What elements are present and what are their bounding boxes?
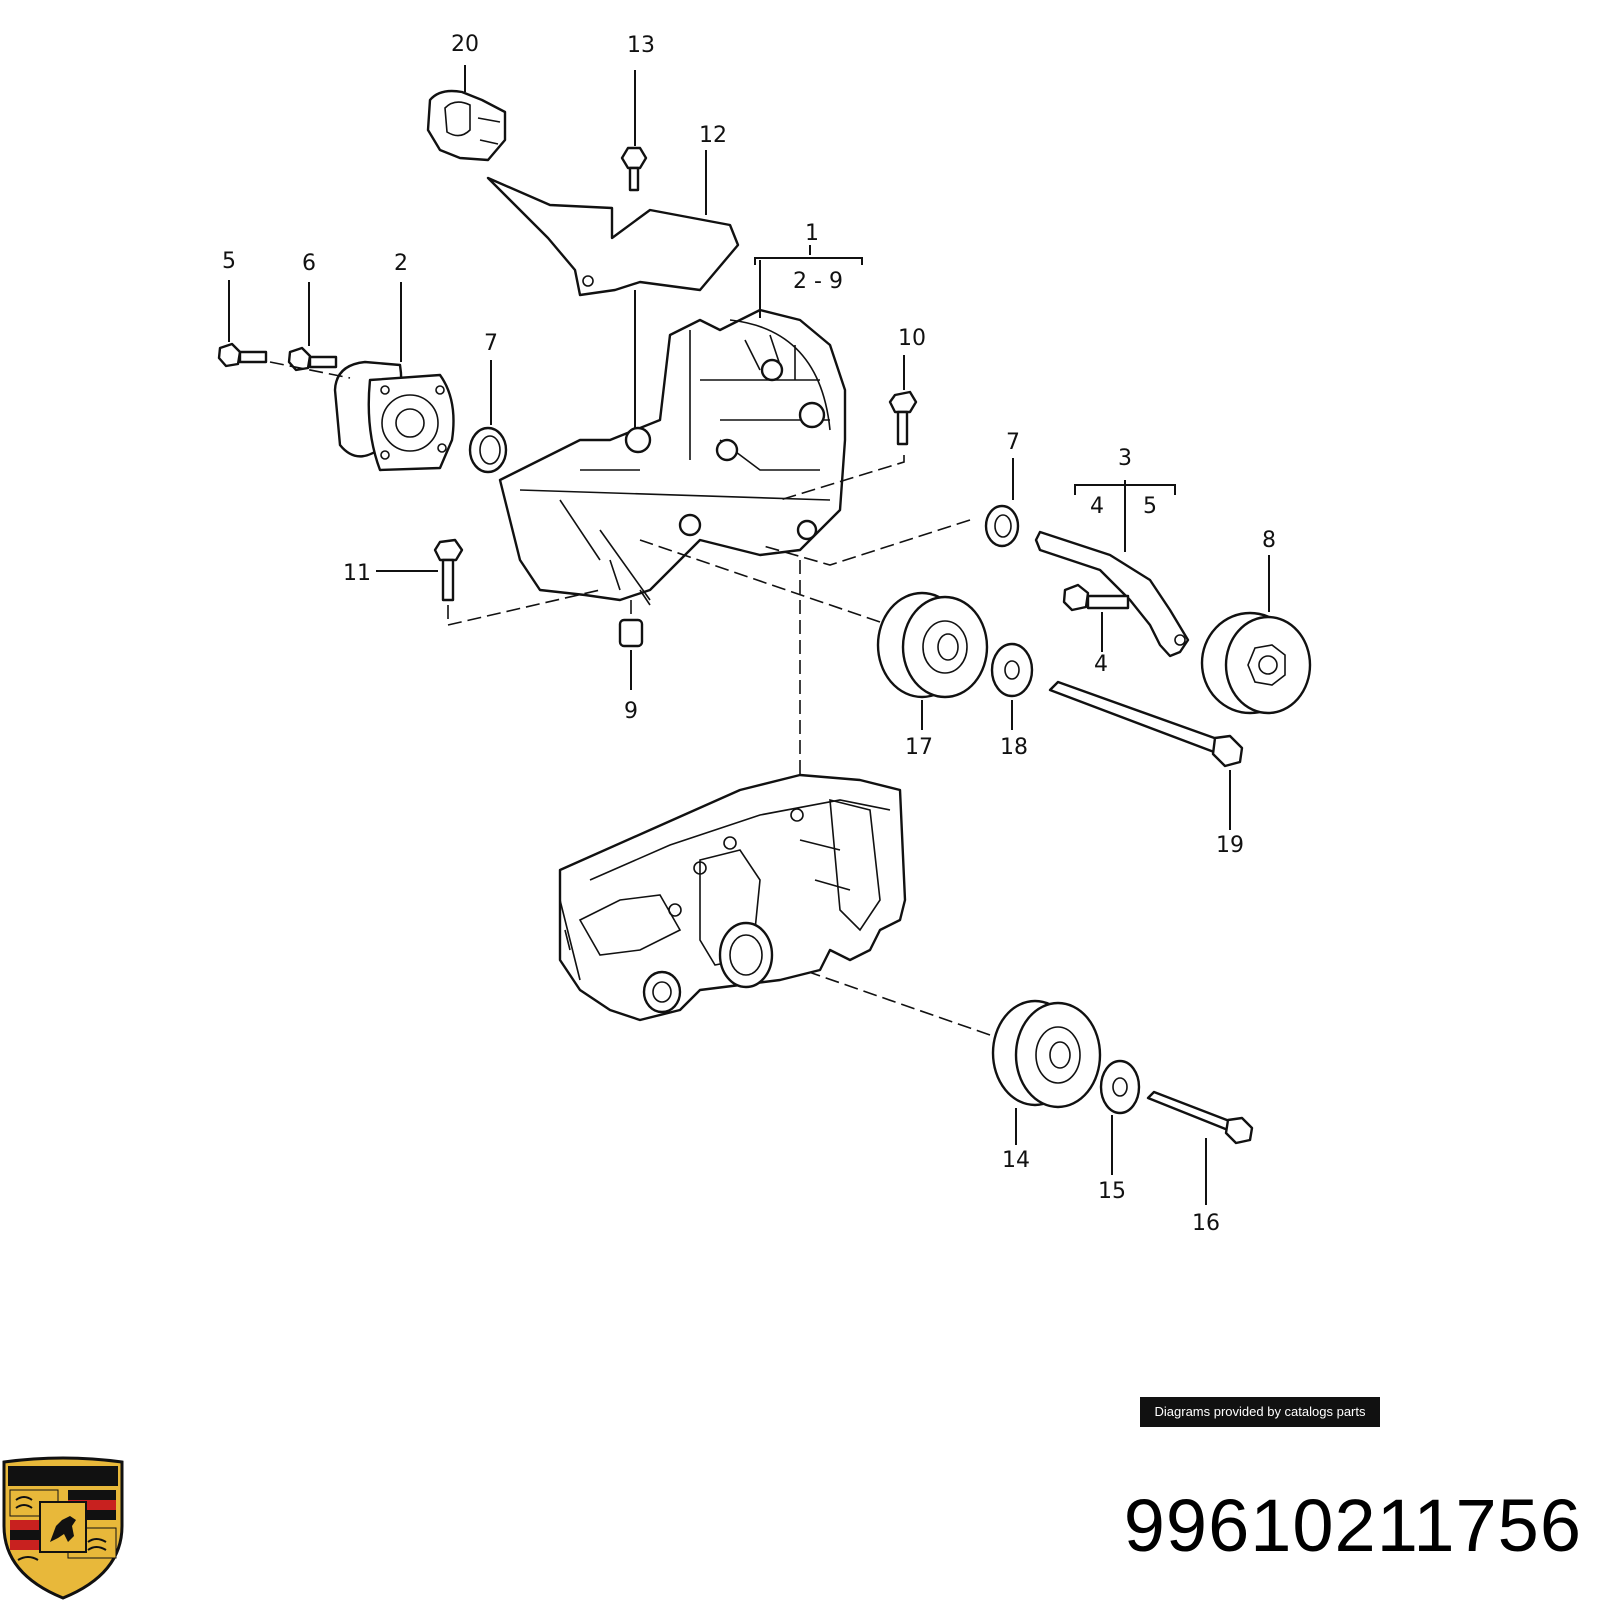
part-7-seal-right bbox=[984, 458, 1020, 548]
callout-11: 11 bbox=[343, 561, 371, 586]
part-4-bolt bbox=[1062, 583, 1130, 652]
part-number: 99610211756 bbox=[1123, 1484, 1582, 1567]
porsche-crest-logo bbox=[2, 1456, 124, 1600]
part-15-washer bbox=[1099, 1059, 1141, 1175]
callout-19: 19 bbox=[1216, 833, 1244, 858]
part-9-bushing bbox=[618, 600, 644, 690]
callout-16: 16 bbox=[1192, 1211, 1220, 1236]
callout-15: 15 bbox=[1098, 1179, 1126, 1204]
part-5-bolt bbox=[217, 280, 268, 368]
callout-2: 2 bbox=[394, 251, 408, 276]
callout-18: 18 bbox=[1000, 735, 1028, 760]
engine-block bbox=[558, 773, 907, 1022]
callout-20: 20 bbox=[451, 32, 479, 57]
callout-4-top: 4 bbox=[1090, 494, 1104, 519]
part-18-washer bbox=[990, 642, 1034, 730]
part-1-main-bracket bbox=[498, 245, 863, 606]
part-12-bracket bbox=[486, 150, 740, 297]
callout-5: 5 bbox=[222, 249, 236, 274]
callout-8: 8 bbox=[1262, 528, 1276, 553]
part-6-bolt bbox=[287, 282, 338, 372]
callout-12: 12 bbox=[699, 123, 727, 148]
part-11-bolt bbox=[376, 538, 601, 627]
callout-2-9: 2 - 9 bbox=[793, 269, 843, 294]
part-2-pulley-housing bbox=[333, 282, 455, 472]
callout-14: 14 bbox=[1002, 1148, 1030, 1173]
part-8-tensioner-pulley bbox=[1200, 555, 1312, 715]
callout-6: 6 bbox=[302, 251, 316, 276]
part-14-idler-pulley bbox=[991, 999, 1102, 1145]
callout-3: 3 bbox=[1118, 446, 1132, 471]
callout-4-bottom: 4 bbox=[1094, 652, 1108, 677]
callout-10: 10 bbox=[898, 326, 926, 351]
callout-1: 1 bbox=[805, 221, 819, 246]
part-19-long-bolt bbox=[1048, 680, 1244, 830]
callout-13: 13 bbox=[627, 33, 655, 58]
callout-5-top: 5 bbox=[1143, 494, 1157, 519]
callout-9: 9 bbox=[624, 699, 638, 724]
part-3-tensioner-arm bbox=[1034, 480, 1190, 658]
part-20-clip bbox=[426, 65, 507, 162]
callout-7-right: 7 bbox=[1006, 430, 1020, 455]
part-13-bolt bbox=[620, 70, 648, 430]
part-10-bolt bbox=[779, 355, 918, 501]
callout-7-left: 7 bbox=[484, 331, 498, 356]
callout-labels: 20 13 12 1 2 - 9 5 6 2 7 10 7 3 4 5 8 11… bbox=[222, 32, 1276, 1236]
part-17-idler-pulley bbox=[639, 539, 989, 730]
diagram-credit-banner: Diagrams provided by catalogs parts bbox=[1140, 1397, 1380, 1427]
callout-17: 17 bbox=[905, 735, 933, 760]
part-16-bolt bbox=[1146, 1090, 1254, 1205]
part-7-seal-left bbox=[468, 360, 508, 474]
